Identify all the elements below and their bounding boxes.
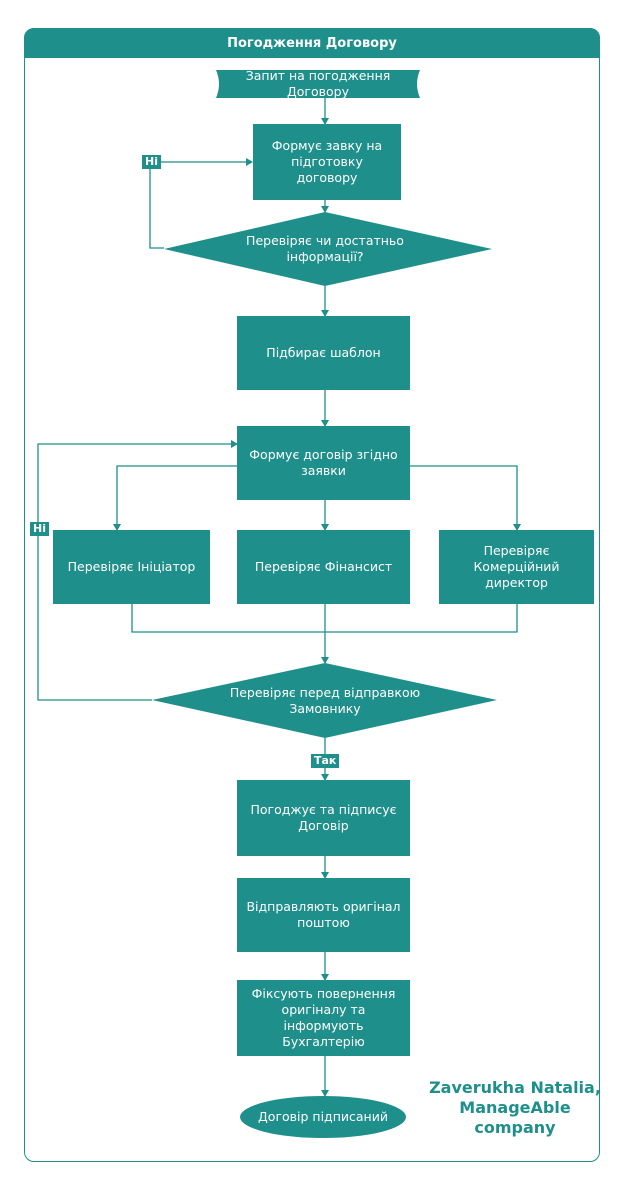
- end-node-label: Договір підписаний: [258, 1108, 388, 1124]
- approve-sign-label: Погоджує та підписує Договір: [250, 801, 397, 833]
- yes-label: Так: [311, 754, 340, 768]
- draft-node: Формує договір згідно заявки: [237, 426, 410, 500]
- approve-sign-node: Погоджує та підписує Договір: [237, 780, 410, 856]
- author-credit: Zaverukha Natalia, ManageAble company: [420, 1078, 610, 1138]
- review-commercial-node: Перевіряє Комерційний директор: [439, 530, 594, 604]
- draft-node-label: Формує договір згідно заявки: [249, 446, 398, 478]
- author-line-3: company: [474, 1118, 556, 1137]
- edge-draft-commercial: [410, 465, 521, 531]
- final-check-label: Перевіряє перед відправкою Замовнику: [229, 684, 421, 716]
- author-line-2: ManageAble: [459, 1098, 571, 1117]
- edge-final-no-loop: [37, 440, 238, 701]
- author-line-1: Zaverukha Natalia,: [429, 1078, 601, 1097]
- request-node-label: Формує завку на підготовку договору: [271, 137, 383, 186]
- no-label-1: Ні: [142, 155, 161, 169]
- edge-draft-initiator: [113, 465, 237, 531]
- template-node-label: Підбирає шаблон: [266, 344, 381, 360]
- no-label-2: Ні: [30, 522, 49, 536]
- decision-final-check: [152, 663, 497, 738]
- start-node-label: Запит на погодження Договору: [245, 67, 391, 99]
- review-initiator-node: Перевіряє Ініціатор: [53, 530, 210, 604]
- decision-check-info: [164, 212, 492, 286]
- edge-check-no-loop: [149, 158, 253, 249]
- record-return-label: Фіксують повернення оригіналу та інформу…: [251, 985, 396, 1050]
- end-node: Договір підписаний: [240, 1096, 406, 1138]
- start-node: Запит на погодження Договору: [216, 67, 420, 99]
- review-initiator-label: Перевіряє Ініціатор: [67, 558, 196, 574]
- template-node: Підбирає шаблон: [237, 316, 410, 390]
- send-original-node: Відправляють оригінал поштою: [237, 878, 410, 952]
- request-node: Формує завку на підготовку договору: [253, 124, 401, 200]
- review-commercial-label: Перевіряє Комерційний директор: [473, 542, 560, 591]
- review-financier-node: Перевіряє Фінансист: [237, 530, 410, 604]
- send-original-label: Відправляють оригінал поштою: [246, 898, 401, 930]
- record-return-node: Фіксують повернення оригіналу та інформу…: [237, 980, 410, 1056]
- check-info-label: Перевіряє чи достатньо інформації?: [246, 232, 404, 264]
- diagram-title: Погодження Договору: [24, 28, 600, 58]
- start-banner-shape: [216, 70, 420, 98]
- review-financier-label: Перевіряє Фінансист: [254, 558, 393, 574]
